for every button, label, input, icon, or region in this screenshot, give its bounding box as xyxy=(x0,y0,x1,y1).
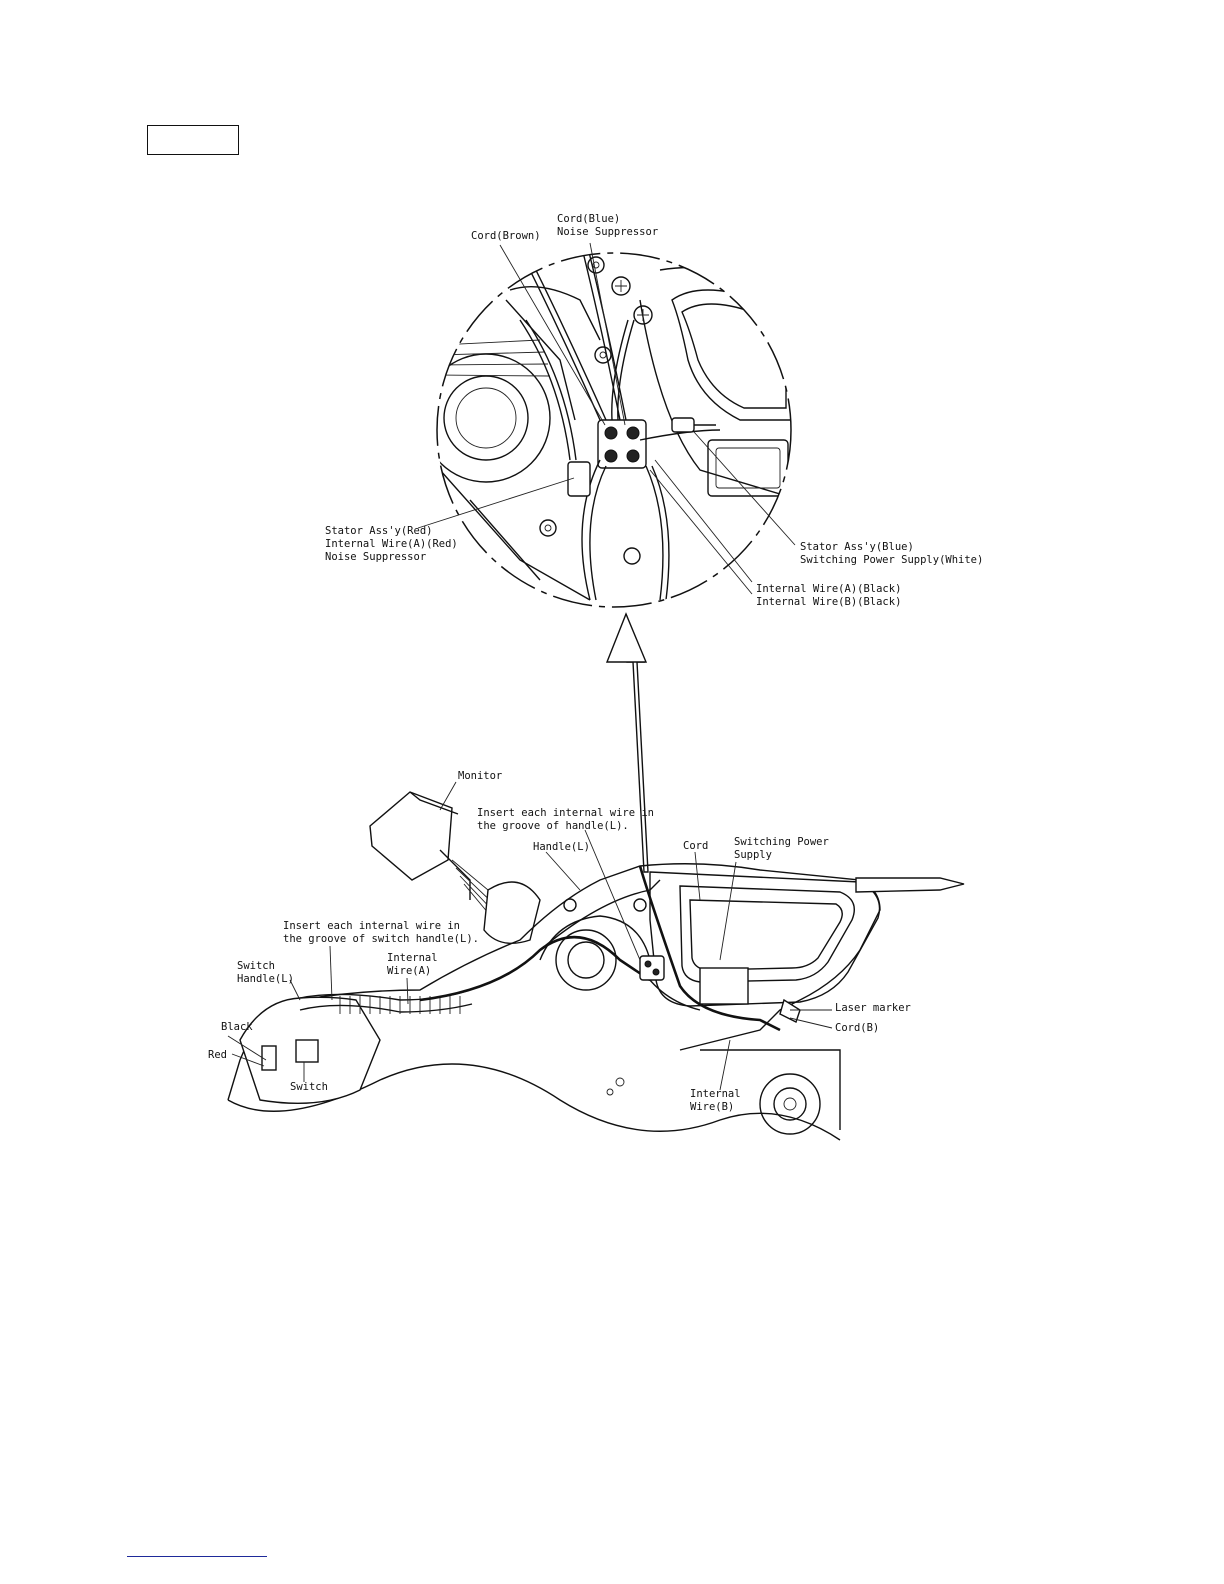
footer-rule xyxy=(127,1556,267,1557)
label-stator-red: Stator Ass'y(Red) xyxy=(325,525,432,537)
label-laser-marker: Laser marker xyxy=(835,1002,911,1014)
label-cord: Cord xyxy=(683,840,708,852)
switch xyxy=(295,1039,319,1063)
label-internal-wire-b-black: Internal Wire(B)(Black) xyxy=(756,596,901,608)
label-insert-switch-2: the groove of switch handle(L). xyxy=(283,933,479,945)
label-handle-l: Handle(L) xyxy=(533,841,590,853)
label-switching-power-2: Supply xyxy=(734,849,772,861)
monitor xyxy=(369,791,541,944)
label-black: Black xyxy=(221,1021,253,1033)
label-cord-b: Cord(B) xyxy=(835,1022,879,1034)
saw-assembly xyxy=(227,791,965,1141)
label-internal-wire-a-2: Wire(A) xyxy=(387,965,431,977)
detail-view xyxy=(417,242,796,608)
detail-arrow xyxy=(605,612,649,873)
label-switch-handle-1: Switch xyxy=(237,960,275,972)
label-internal-wire-a-black: Internal Wire(A)(Black) xyxy=(756,583,901,595)
label-switch: Switch xyxy=(290,1081,328,1093)
label-cord-blue: Cord(Blue) xyxy=(557,213,620,225)
label-switch-handle-2: Handle(L) xyxy=(237,973,294,985)
label-switching-power-supply-white: Switching Power Supply(White) xyxy=(800,554,983,566)
label-red: Red xyxy=(208,1049,227,1061)
figure-number-box xyxy=(147,125,239,155)
label-internal-wire-a-1: Internal xyxy=(387,952,438,964)
label-internal-wire-a-red: Internal Wire(A)(Red) xyxy=(325,538,458,550)
label-switching-power-1: Switching Power xyxy=(734,836,829,848)
label-monitor: Monitor xyxy=(458,770,502,782)
label-noise-suppressor-top: Noise Suppressor xyxy=(557,226,658,238)
label-insert-handle-2: the groove of handle(L). xyxy=(477,820,629,832)
label-internal-wire-b-2: Wire(B) xyxy=(690,1101,734,1113)
label-stator-blue: Stator Ass'y(Blue) xyxy=(800,541,914,553)
switching-power-supply xyxy=(699,967,749,1005)
detail-circle xyxy=(436,252,792,608)
label-insert-handle-1: Insert each internal wire in xyxy=(477,807,654,819)
label-noise-suppressor-left: Noise Suppressor xyxy=(325,551,426,563)
label-insert-switch-1: Insert each internal wire in xyxy=(283,920,460,932)
label-internal-wire-b-1: Internal xyxy=(690,1088,741,1100)
label-cord-brown: Cord(Brown) xyxy=(471,230,541,242)
